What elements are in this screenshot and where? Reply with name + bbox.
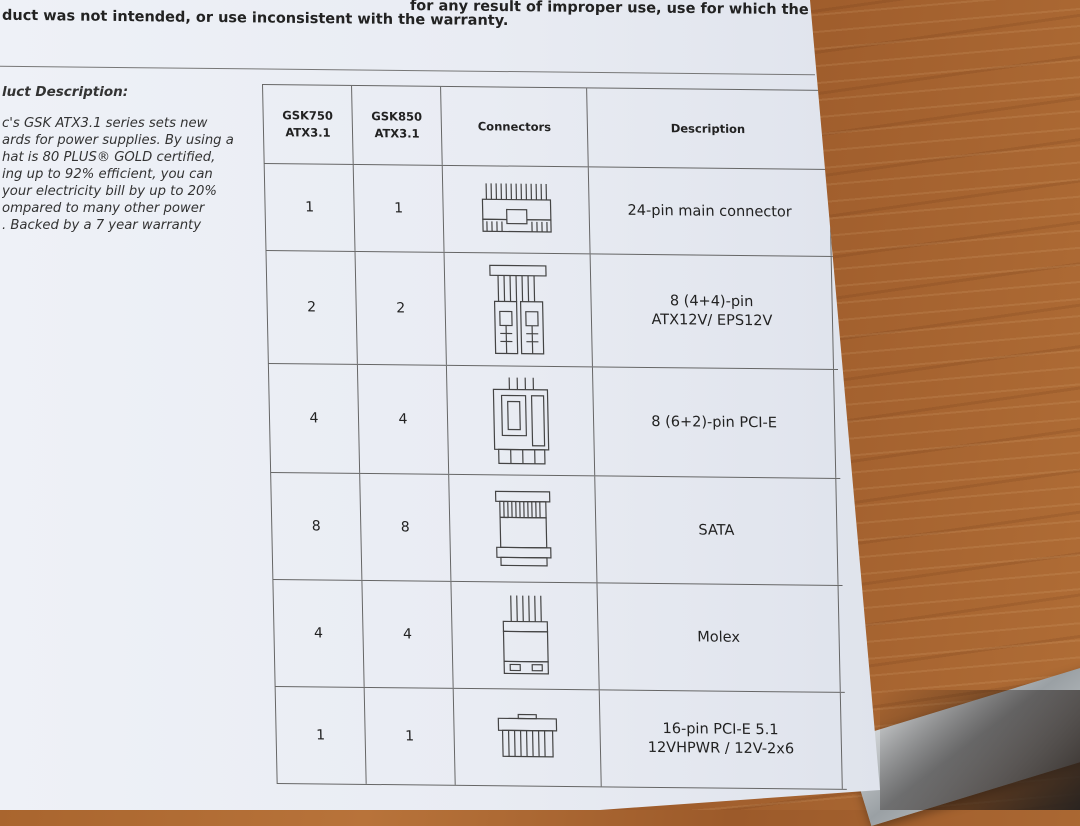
- eps12v-connector-icon: [488, 264, 547, 355]
- header-connectors: Connectors: [440, 86, 588, 167]
- connector-cell: [450, 581, 599, 690]
- description-line: hat is 80 PLUS® GOLD certified,: [2, 150, 216, 165]
- dark-corner: [880, 690, 1080, 810]
- header-gsk850-line2: ATX3.1: [374, 126, 420, 141]
- table-row: 4 4 8 (6+2)-pin PCI-E: [267, 363, 841, 479]
- gsk850-count: 2: [354, 251, 446, 365]
- description-cell: 24-pin main connector: [587, 167, 832, 256]
- description-cell: 16-pin PCI-E 5.1 12VHPWR / 12V-2x6: [598, 690, 843, 789]
- connector-cell: [441, 165, 590, 254]
- row-description-line2: 12VHPWR / 12V-2x6: [647, 739, 795, 758]
- header-gsk750-line2: ATX3.1: [285, 125, 331, 140]
- gsk750-count: 2: [265, 250, 357, 364]
- header-gsk750-line1: GSK750: [282, 108, 334, 123]
- sata-connector-icon: [494, 490, 552, 567]
- connector-cell: [448, 474, 597, 583]
- header-description: Description: [586, 88, 830, 169]
- row-description: SATA: [698, 521, 735, 539]
- description-line: ards for power supplies. By using a: [2, 133, 234, 148]
- connector-cell: [452, 688, 601, 787]
- row-description-line1: 16-pin PCI-E 5.1: [662, 721, 779, 739]
- 24-pin-connector-icon: [481, 183, 552, 233]
- table-row: 8 8 SATA: [270, 472, 843, 586]
- gsk850-count: 1: [352, 164, 444, 252]
- connector-cell: [443, 252, 592, 367]
- row-description-line2: ATX12V/ EPS12V: [651, 312, 773, 330]
- header-description-label: Description: [670, 120, 746, 136]
- molex-connector-icon: [502, 595, 549, 675]
- manual-paper: for any result of improper use, use for …: [0, 0, 880, 810]
- header-connectors-label: Connectors: [477, 118, 552, 134]
- product-description: luct Description: c's GSK ATX3.1 series …: [2, 84, 264, 234]
- table-row: 4 4 Molex: [272, 579, 845, 693]
- 12vhpwr-connector-icon: [497, 713, 557, 758]
- gsk850-count: 1: [363, 687, 455, 785]
- connector-cell: [445, 365, 595, 476]
- table-row: 2 2 8 (4+4)-pin ATX12V/ EP: [265, 250, 839, 370]
- pcie-connector-icon: [492, 377, 549, 465]
- description-cell: SATA: [594, 476, 839, 585]
- connector-table: GSK750 ATX3.1 GSK850 ATX3.1 Connectors D…: [262, 84, 847, 790]
- gsk750-count: 4: [267, 363, 360, 473]
- gsk750-count: 4: [272, 579, 364, 687]
- gsk750-count: 8: [270, 472, 362, 580]
- header-gsk850: GSK850 ATX3.1: [351, 85, 442, 165]
- row-description-line1: 8 (4+4)-pin: [669, 293, 754, 311]
- product-description-title: luct Description:: [2, 84, 129, 100]
- gsk850-count: 4: [361, 580, 453, 688]
- table-row: 1 1 24-pin main connector: [263, 163, 836, 257]
- description-line: your electricity bill by up to 20%: [2, 184, 217, 199]
- description-line: ompared to many other power: [2, 201, 205, 216]
- description-cell: Molex: [596, 583, 841, 692]
- gsk750-count: 1: [274, 686, 366, 784]
- row-description: 24-pin main connector: [627, 202, 792, 221]
- row-description: 8 (6+2)-pin PCI-E: [651, 413, 778, 431]
- description-line: ing up to 92% efficient, you can: [2, 167, 213, 182]
- description-cell: 8 (4+4)-pin ATX12V/ EPS12V: [589, 254, 835, 369]
- gsk850-count: 4: [356, 364, 449, 474]
- table-header-row: GSK750 ATX3.1 GSK850 ATX3.1 Connectors D…: [262, 84, 834, 170]
- gsk750-count: 1: [263, 163, 355, 251]
- header-gsk850-line1: GSK850: [371, 109, 423, 124]
- description-line: c's GSK ATX3.1 series sets new: [2, 116, 208, 131]
- header-gsk750: GSK750 ATX3.1: [262, 84, 353, 164]
- gsk850-count: 8: [359, 473, 451, 581]
- warranty-section: for any result of improper use, use for …: [0, 0, 815, 76]
- description-cell: 8 (6+2)-pin PCI-E: [591, 367, 837, 478]
- description-line: . Backed by a 7 year warranty: [2, 218, 202, 233]
- table-row: 1 1 16-pin PCI-E 5.1 12VHPWR / 12V-2x6: [274, 686, 847, 790]
- row-description: Molex: [697, 628, 741, 646]
